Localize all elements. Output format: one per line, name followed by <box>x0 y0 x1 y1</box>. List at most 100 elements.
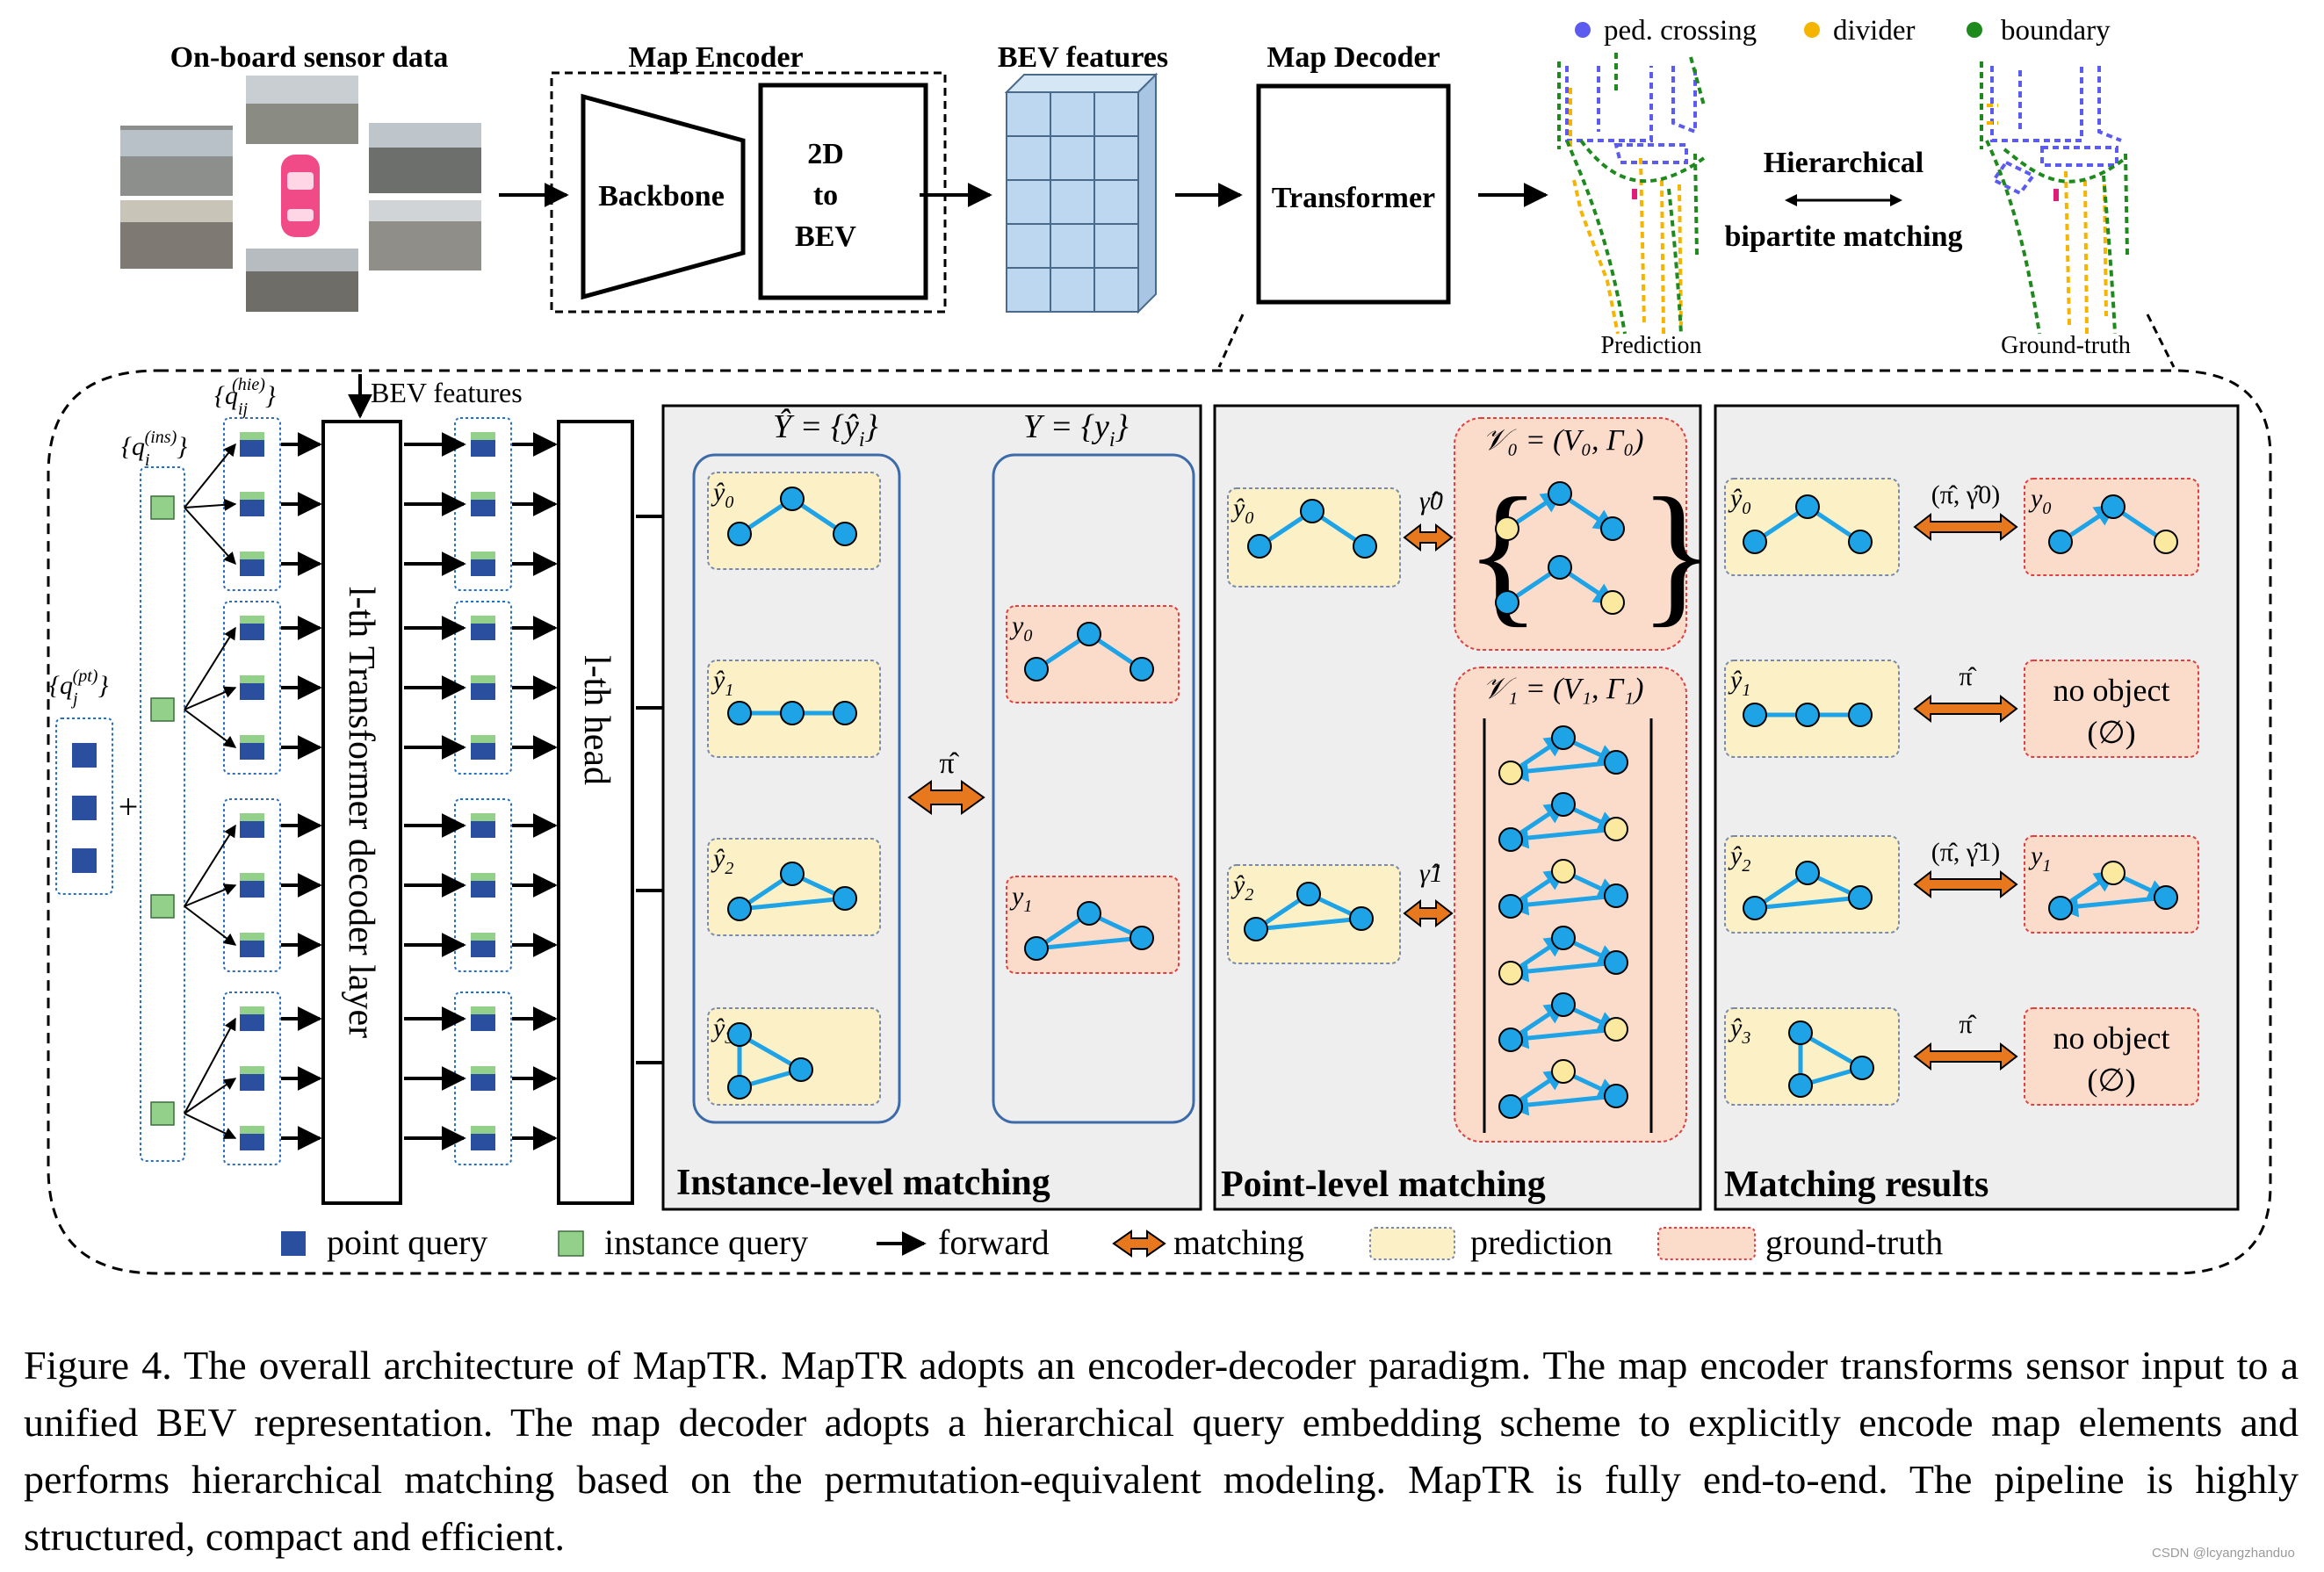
broadcast-arrow <box>184 824 236 907</box>
node <box>2048 896 2073 920</box>
result-matching-label: π̂ <box>1959 1010 1976 1039</box>
result-ground-truth-box <box>2024 1007 2199 1106</box>
node <box>2048 530 2073 554</box>
hierarchical-query-top <box>240 1006 264 1014</box>
node <box>1244 917 1268 941</box>
map-encoder: Map Encoder Backbone 2D to BEV <box>550 41 947 314</box>
empty-set-label: (∅) <box>2087 715 2135 750</box>
ground-truth-map: Ground-truth <box>1980 61 2131 359</box>
bev-cell <box>1006 135 1051 181</box>
bev-cube-side <box>1137 72 1157 314</box>
point-panel-title: Point-level matching <box>1221 1165 1546 1205</box>
broadcast-arrow <box>184 1017 236 1114</box>
bev-cell <box>1093 267 1139 313</box>
to-bev-line-3: BEV <box>795 220 856 253</box>
legend-point-query-swatch <box>281 1231 306 1256</box>
broadcast-arrow <box>184 1078 237 1114</box>
bev-cell <box>1093 135 1139 181</box>
node <box>1743 530 1767 554</box>
edge <box>1506 1093 1617 1116</box>
legend-ped-crossing: ped. crossing <box>1604 15 1757 47</box>
legend-matching-arrow <box>1112 1229 1166 1258</box>
hierarchical-query-top <box>471 933 495 941</box>
node <box>727 1075 752 1100</box>
node <box>1604 950 1628 975</box>
prediction-instance-box <box>707 838 881 936</box>
edge <box>1506 760 1617 782</box>
node <box>1551 926 1576 950</box>
node <box>1024 936 1049 961</box>
ground-truth-set-frame <box>992 453 1195 1124</box>
watermark: CSDN @lcyangzhanduo <box>2152 1546 2295 1561</box>
node <box>1604 883 1628 908</box>
point-query-cell <box>72 743 97 768</box>
node <box>1353 534 1377 559</box>
node <box>1795 861 1820 885</box>
prediction-map: Prediction <box>1557 53 1706 359</box>
q-hie-label: {qij(hie)} <box>214 375 276 419</box>
hierarchical-query-top <box>471 492 495 500</box>
bev-cell <box>1093 179 1139 225</box>
node <box>1296 882 1321 906</box>
transformer-block <box>1256 83 1451 305</box>
node <box>1604 750 1628 775</box>
result-prediction-box <box>1724 478 1900 576</box>
node <box>1604 1017 1628 1042</box>
car-icon <box>281 155 320 237</box>
node <box>1604 1084 1628 1108</box>
point-query-cell <box>72 848 97 873</box>
prediction-set-frame <box>692 453 901 1124</box>
hierarchical-query-top <box>240 616 264 624</box>
bev-cell <box>1006 179 1051 225</box>
map-decoder: Map Decoder Transformer <box>1256 41 1451 305</box>
hierarchical-query-stacks <box>184 417 322 1165</box>
node <box>1743 896 1767 920</box>
instance-query-cell <box>150 1101 175 1126</box>
node <box>1498 827 1523 852</box>
result-matching-label: (π̂, γ̂1) <box>1931 838 2000 867</box>
bev-cell <box>1093 91 1139 137</box>
to-bev-block <box>758 83 928 300</box>
hierarchical-query-top <box>471 813 495 821</box>
legend-ground-truth: ground-truth <box>1765 1222 1943 1262</box>
node <box>1795 494 1820 519</box>
node <box>1551 792 1576 817</box>
node <box>1600 590 1625 615</box>
node <box>1551 725 1576 750</box>
node <box>780 487 805 511</box>
decoder-layer-block <box>321 420 402 1205</box>
legend-instance-query: instance query <box>604 1222 808 1262</box>
legend-prediction-swatch <box>1369 1227 1455 1260</box>
bev-cell <box>1050 135 1095 181</box>
hierarchical-matching: Hierarchical bipartite matching <box>1724 147 1962 253</box>
query-stack-frame <box>454 601 512 775</box>
bev-cell <box>1006 91 1051 137</box>
edge <box>1255 916 1362 932</box>
prediction-label: Prediction <box>1600 332 1701 359</box>
decoder-detail-frame <box>47 369 2272 1275</box>
node <box>1743 703 1767 727</box>
hierarchical-query-top <box>471 1126 495 1134</box>
permutation-group-v1 <box>1454 667 1687 1143</box>
bev-cube-top <box>1004 74 1158 93</box>
to-bev-line-1: 2D <box>807 138 844 170</box>
query-stack-frame <box>223 417 281 591</box>
camera-images <box>120 76 481 312</box>
bev-cell <box>1006 267 1051 313</box>
node <box>1848 530 1873 554</box>
result-ground-truth-label: y0 <box>2028 484 2051 518</box>
sensor-section: On-board sensor data <box>120 41 481 312</box>
instance-query-cell <box>150 495 175 520</box>
node <box>1498 961 1523 985</box>
broadcast-arrow <box>184 443 236 508</box>
result-matching-arrow <box>1913 869 2018 899</box>
transformer-label: Transformer <box>1272 182 1435 214</box>
head-label: l-th head <box>576 655 617 785</box>
query-stack-frame <box>223 992 281 1165</box>
result-matching-arrow <box>1913 1042 2018 1071</box>
point-query-cell <box>72 796 97 820</box>
legend-boundary: boundary <box>2001 15 2111 47</box>
bottom-legend: point query instance query forward match… <box>281 1222 1943 1262</box>
node <box>1247 534 1272 559</box>
